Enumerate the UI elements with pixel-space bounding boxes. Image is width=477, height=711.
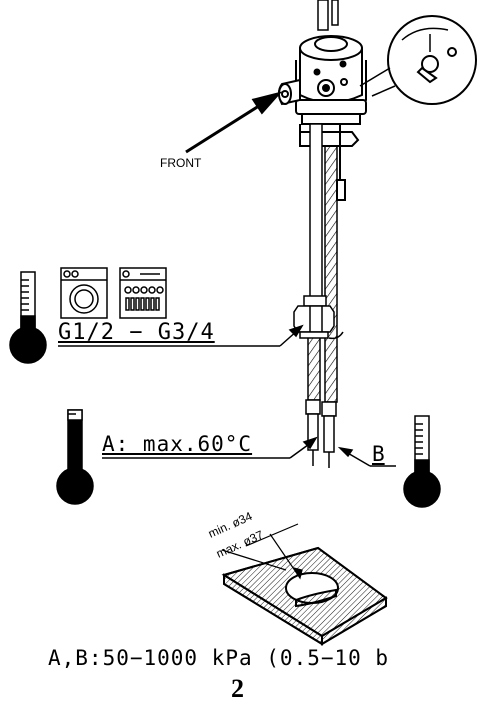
thermometer-hot-icon (56, 409, 94, 505)
figure-number: 2 (231, 674, 244, 703)
hose-a-label: A: max.60°C (102, 432, 253, 456)
washing-machine-icon (60, 267, 108, 319)
front-arrow (185, 91, 283, 154)
thermometer-cold-b-icon (403, 415, 441, 508)
front-label: FRONT (160, 156, 202, 170)
braided-hoses (307, 123, 344, 403)
valve-handle-detail-icon (359, 15, 477, 105)
thread-size-label: G1/2 − G3/4 (58, 320, 215, 345)
thermometer-cold-icon (9, 271, 47, 364)
threaded-connector (293, 295, 335, 339)
dishwasher-icon (119, 267, 167, 319)
leader-lines (58, 324, 396, 467)
hose-fittings (305, 399, 337, 468)
pressure-range-label: A,B:50−1000 kPa (0.5−10 b (48, 646, 390, 670)
top-pipe (317, 0, 339, 31)
valve-body (278, 35, 367, 201)
dimension-lines (221, 523, 303, 580)
mounting-plate (221, 546, 388, 646)
hose-b-label: B (372, 442, 385, 466)
